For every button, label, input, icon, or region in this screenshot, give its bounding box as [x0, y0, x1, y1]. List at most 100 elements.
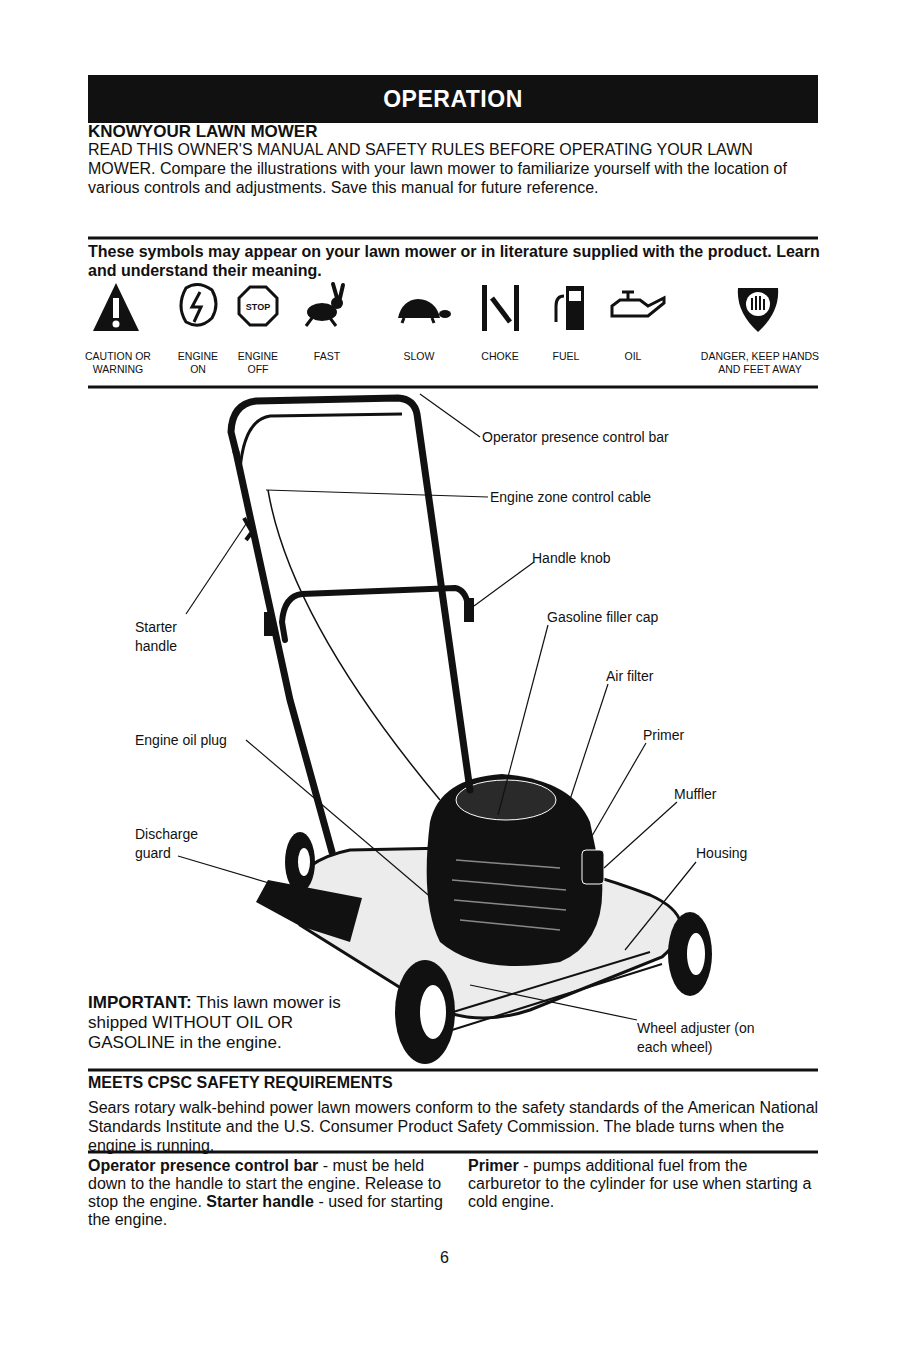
- deck-skirt: [440, 952, 662, 1030]
- part-callout-block: Engine zone control cable: [490, 488, 750, 507]
- definition-text-block: Operator presence control bar- must be h…: [88, 1157, 450, 1229]
- leader-line: [604, 802, 677, 868]
- symbol-caption-block: CHOKE: [475, 350, 525, 363]
- leader-line: [585, 743, 646, 848]
- part-callout: Handle knob: [532, 550, 611, 566]
- body-text: READ THIS OWNER'S MANUAL AND SAFETY RULE…: [88, 141, 787, 196]
- warning-symbol: [93, 283, 139, 331]
- body-heading-block: These symbols may appear on your lawn mo…: [88, 242, 823, 280]
- handle-knob: [464, 598, 474, 622]
- definition-text: Primer: [468, 1157, 519, 1174]
- fuel-symbol: [556, 286, 584, 330]
- title-band: [88, 75, 818, 123]
- leader-line: [625, 862, 696, 950]
- part-callout: Starter handle: [135, 619, 177, 654]
- definition-text: Operator presence control bar: [88, 1157, 318, 1174]
- part-callout-block: Housing: [696, 844, 846, 863]
- leader-line: [560, 684, 608, 830]
- part-callout: Muffler: [674, 786, 717, 802]
- page-number: 6: [440, 1249, 449, 1266]
- leader-line: [498, 625, 548, 815]
- lawn-mower: [231, 398, 712, 1064]
- rule: [88, 237, 818, 240]
- fuel-window: [569, 291, 581, 301]
- engine-off-symbol: [239, 287, 277, 325]
- symbol-caption-block: ENGINE ON: [175, 350, 221, 376]
- body-heading: These symbols may appear on your lawn mo…: [88, 243, 820, 279]
- symbol-caption-block: FUEL: [544, 350, 588, 363]
- symbol-caption: ENGINE ON: [178, 350, 218, 375]
- part-callout: Operator presence control bar: [482, 429, 669, 445]
- starter-handle: [244, 518, 252, 540]
- muffler: [582, 850, 604, 884]
- important-note-block: IMPORTANT:This lawn mower is shipped WIT…: [88, 993, 370, 1053]
- front-wheel: [395, 960, 455, 1064]
- symbol-caption-block: SLOW: [394, 350, 444, 363]
- fuel-hose: [556, 296, 564, 322]
- lower-handle: [282, 588, 468, 640]
- turtle-head: [439, 310, 451, 318]
- engine-on-mark: [192, 292, 201, 322]
- front-wheel: [668, 912, 712, 996]
- definition-text: Starter handle: [206, 1193, 314, 1210]
- section-heading-block: MEETS CPSC SAFETY REQUIREMENTS: [88, 1073, 818, 1092]
- engine-fins: [452, 860, 566, 930]
- symbol-caption: OIL: [625, 350, 642, 362]
- part-callout: Gasoline filler cap: [547, 609, 658, 625]
- part-callout-block: Primer: [643, 726, 793, 745]
- body-text-block: READ THIS OWNER'S MANUAL AND SAFETY RULE…: [88, 140, 823, 197]
- oil-symbol: [612, 292, 664, 316]
- leader-line: [178, 856, 286, 888]
- symbol-caption-block: ENGINE OFF: [234, 350, 282, 376]
- part-callout-block: Handle knob: [532, 549, 732, 568]
- part-callout: Housing: [696, 845, 747, 861]
- wheel-hub: [419, 984, 447, 1040]
- rabbit-ears: [333, 284, 343, 298]
- warning-dot: [113, 321, 120, 328]
- oil-can: [612, 298, 664, 316]
- slow-symbol: [398, 299, 451, 323]
- part-callout-block: Muffler: [674, 785, 824, 804]
- page-number-block: 6: [440, 1248, 460, 1267]
- danger-shield: [738, 288, 778, 332]
- control-bar: [240, 414, 402, 470]
- leader-line: [246, 740, 440, 905]
- rule: [88, 386, 818, 389]
- handle-knob: [264, 612, 274, 636]
- fast-symbol: [306, 284, 343, 326]
- rear-wheel: [285, 832, 315, 892]
- engine-on-symbol: [181, 284, 216, 325]
- part-callout-block: Discharge guard: [135, 825, 211, 863]
- engine-on-outline: [181, 284, 216, 325]
- section-heading-block: KNOWYOUR LAWN MOWER: [88, 122, 818, 142]
- symbol-caption-block: CAUTION OR WARNING: [85, 350, 151, 376]
- warning-mark: [113, 298, 119, 318]
- leader-lines: [178, 394, 696, 1020]
- choke-symbol: [482, 285, 519, 331]
- symbol-caption-block: DANGER, KEEP HANDS AND FEET AWAY: [696, 350, 824, 376]
- danger-hand: [752, 296, 764, 310]
- leader-line: [266, 490, 488, 497]
- warning-triangle: [93, 283, 139, 331]
- part-callout: Discharge guard: [135, 826, 198, 861]
- choke-plate: [492, 298, 510, 322]
- page-title: OPERATION: [88, 75, 818, 123]
- rule: [88, 1069, 818, 1072]
- engine: [427, 774, 603, 966]
- part-callout: Air filter: [606, 668, 653, 684]
- choke-bar: [514, 285, 519, 331]
- part-callout-block: Air filter: [606, 667, 756, 686]
- handle-rail: [236, 452, 332, 852]
- definition-text: - pumps additional fuel from the carbure…: [468, 1157, 811, 1210]
- part-callout-block: Operator presence control bar: [482, 428, 742, 447]
- wheel-hub: [686, 932, 706, 976]
- symbol-text-block: STOP: [238, 302, 278, 312]
- body-text-block: Sears rotary walk-behind power lawn mowe…: [88, 1098, 823, 1155]
- control-cable: [268, 490, 440, 800]
- leader-line: [474, 562, 534, 606]
- danger-disc: [746, 292, 770, 316]
- discharge-guard: [256, 880, 362, 942]
- symbol-caption-block: FAST: [302, 350, 352, 363]
- symbol-caption: CHOKE: [481, 350, 518, 362]
